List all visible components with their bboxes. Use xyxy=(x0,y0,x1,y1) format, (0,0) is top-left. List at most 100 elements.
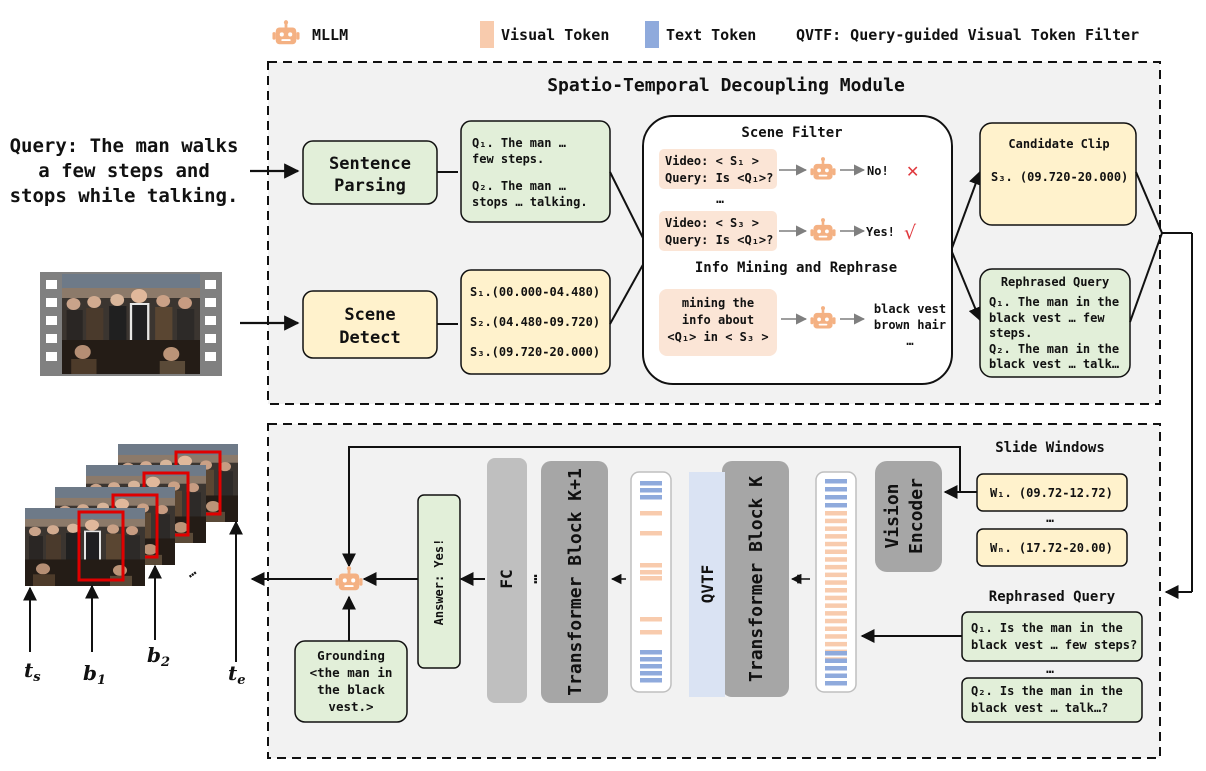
rephrased-q2-line-1: Q₂. Is the man in the xyxy=(971,684,1123,698)
info-mining-input-line-1: mining the xyxy=(682,296,754,310)
filter-dots: … xyxy=(716,192,724,207)
query-line-3: stops while talking. xyxy=(10,185,239,207)
visual-token xyxy=(825,526,847,531)
grounding-line-1: Grounding xyxy=(317,648,385,663)
candidate-clip-value: S₃. (09.720-20.000) xyxy=(991,170,1128,184)
filter-row-2-query: Query: Is <Q₁>? xyxy=(665,233,773,247)
text-token xyxy=(640,671,662,676)
output-frames: … xyxy=(25,444,238,586)
windows-to-mllm-arrow xyxy=(342,446,961,568)
rephrased-top-line-3: steps. xyxy=(989,326,1032,340)
visual-token xyxy=(825,603,847,608)
window-dots: … xyxy=(1046,511,1054,526)
s3-item: S₃.(09.720-20.000) xyxy=(470,345,600,359)
text-token xyxy=(640,481,662,486)
rephrased-top-line-1: Q₁. The man in the xyxy=(989,295,1119,309)
dots-before-fc: … xyxy=(522,574,541,584)
visual-token xyxy=(640,630,662,635)
qvtf-label: QVTF xyxy=(698,565,717,604)
visual-token xyxy=(825,564,847,570)
q1-line-1: Q₁. The man … xyxy=(472,136,566,150)
legend-text-token-label: Text Token xyxy=(666,26,756,44)
scene-filter-title: Scene Filter xyxy=(741,125,842,141)
transformer-block-k xyxy=(722,461,789,697)
visual-token xyxy=(825,549,847,554)
visual-token xyxy=(825,595,847,601)
slide-windows-title: Slide Windows xyxy=(995,440,1105,456)
s2-item: S₂.(04.480-09.720) xyxy=(470,315,600,329)
info-mining-input-box xyxy=(659,289,777,356)
transformer-block-k1-label: Transformer Block K+1 xyxy=(565,468,586,696)
rephrased-query-box-top xyxy=(979,268,1131,378)
filter-to-rephrased-arrow xyxy=(951,251,982,322)
module-title: Spatio-Temporal Decoupling Module xyxy=(547,75,905,96)
scene-detect-line-2: Detect xyxy=(339,328,400,348)
filter-row-2-answer: Yes! xyxy=(866,225,895,239)
bbox-1 xyxy=(77,510,125,582)
text-token xyxy=(640,650,662,655)
text-token xyxy=(640,488,662,493)
filter-row-1-video: Video: < S₁ > xyxy=(665,154,759,168)
rephrased-q1-box xyxy=(961,611,1143,662)
visual-token xyxy=(640,511,662,516)
visual-token xyxy=(640,617,662,622)
info-output-line-2: brown hair xyxy=(874,318,946,332)
text-token xyxy=(640,495,662,500)
transformer-block-k-label: Transformer Block K xyxy=(746,476,767,682)
visual-token xyxy=(640,563,662,568)
filter-row-1-query: Query: Is <Q₁>? xyxy=(665,171,773,185)
grounding-line-2: <the man in xyxy=(310,665,393,680)
rephrased-merge-line xyxy=(1129,232,1163,323)
transformer-block-k1 xyxy=(541,461,608,703)
token-stack-filtered xyxy=(640,481,662,683)
info-mining-input-line-2: info about xyxy=(682,313,754,327)
visual-token xyxy=(825,626,847,631)
grounding-line-4: vest.> xyxy=(328,699,373,714)
visual-token-swatch xyxy=(480,21,494,48)
answer-box xyxy=(417,494,461,669)
token-stack-full xyxy=(825,479,847,686)
text-token xyxy=(640,664,662,669)
te-label: te xyxy=(228,661,246,688)
q2-line-2: stops … talking. xyxy=(472,195,588,209)
q1-line-2: few steps. xyxy=(472,152,544,166)
check-mark-icon: √ xyxy=(904,222,917,244)
info-mining-input-line-3: <Q₁> in < S₃ > xyxy=(667,330,768,344)
text-token xyxy=(825,479,847,484)
grounding-box xyxy=(294,640,408,723)
rephrased-q2-line-2: black vest … talk…? xyxy=(971,701,1108,715)
window-w1-label: W₁. (09.72-12.72) xyxy=(990,486,1113,500)
fc-block xyxy=(487,458,527,703)
vision-encoder-line-2: Encoder xyxy=(906,478,927,554)
filter-row-1-answer: No! xyxy=(867,164,889,178)
visual-token xyxy=(825,641,847,647)
grounding-line-3: the black xyxy=(317,682,385,697)
rephrased-q2-box xyxy=(961,677,1143,723)
visual-token xyxy=(825,618,847,624)
b1-label: b1 xyxy=(83,661,106,688)
rephrased-top-line-5: black vest … talk… xyxy=(989,357,1119,371)
q2-line-1: Q₂. The man … xyxy=(472,179,566,193)
visual-token xyxy=(825,572,847,578)
frame-dots: … xyxy=(183,563,200,581)
visual-token xyxy=(825,588,847,593)
text-token xyxy=(825,487,847,492)
mllm-robot-icon xyxy=(272,20,300,45)
scene-detect-line-1: Scene xyxy=(344,305,395,325)
info-mining-title: Info Mining and Rephrase xyxy=(695,260,897,276)
rephrased-query-title-bottom: Rephrased Query xyxy=(989,589,1116,605)
text-token xyxy=(640,678,662,683)
text-token xyxy=(825,666,847,671)
token-column-filtered xyxy=(630,471,672,693)
vision-encoder-block xyxy=(875,461,942,572)
visual-token xyxy=(825,541,847,547)
b2-label: b2 xyxy=(147,643,170,670)
input-video-filmstrip xyxy=(40,272,222,376)
visual-token xyxy=(825,557,847,562)
filter-to-candidate-arrow xyxy=(951,170,983,249)
info-output-line-1: black vest xyxy=(874,302,946,316)
rephrased-query-title-top: Rephrased Query xyxy=(1001,275,1109,289)
visual-token xyxy=(825,518,847,524)
cross-mark-icon: ✕ xyxy=(906,162,919,181)
